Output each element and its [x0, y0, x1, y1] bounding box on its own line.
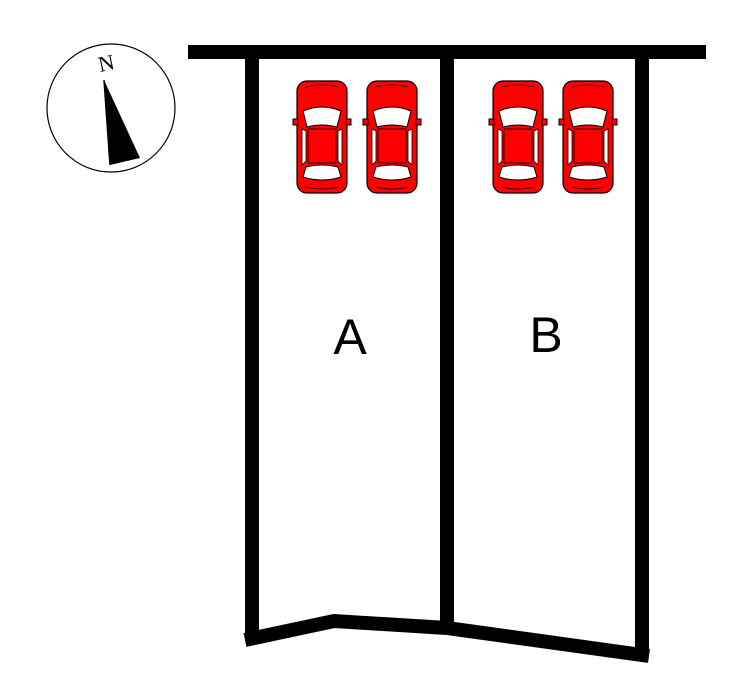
lot-a-label: A — [333, 309, 367, 365]
lot-b-parking — [488, 80, 618, 194]
car-icon — [488, 80, 548, 194]
car-icon — [292, 80, 352, 194]
south-boundary — [243, 613, 650, 663]
lot-b-label: B — [529, 307, 562, 363]
compass-north-arrow-icon — [103, 79, 140, 166]
lot-outlines — [243, 52, 650, 663]
lot-a-parking — [292, 80, 422, 194]
compass: N — [46, 43, 176, 173]
car-icon — [362, 80, 422, 194]
north-label: N — [96, 49, 117, 77]
car-icon — [558, 80, 618, 194]
